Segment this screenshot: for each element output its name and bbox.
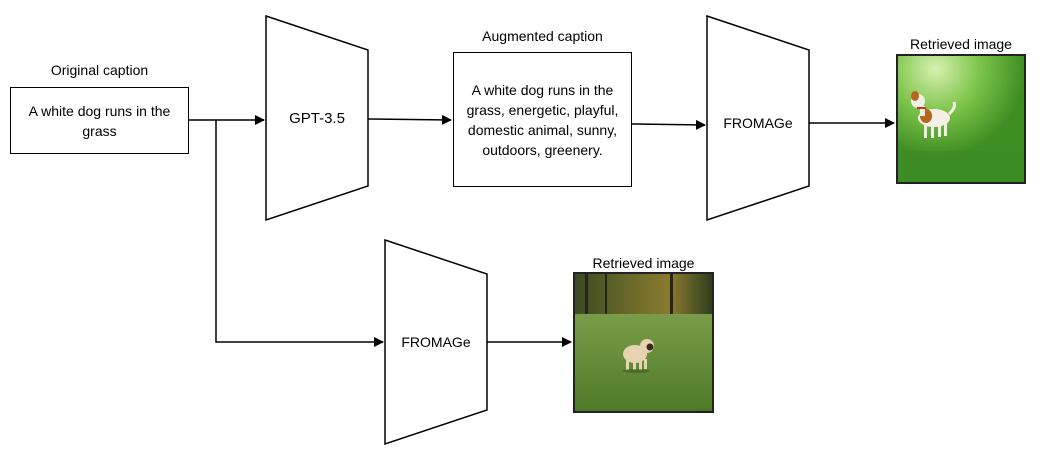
pug-in-park-photo <box>575 274 712 411</box>
augmented-caption-title: Augmented caption <box>482 28 603 44</box>
fromage-bottom-label: FROMAGe <box>401 334 471 350</box>
fromage-top-trapezoid <box>706 14 810 222</box>
retrieved-bottom-title: Retrieved image <box>592 255 695 271</box>
arrow-augmented-to-fromage <box>631 119 706 130</box>
dog-on-grass-photo <box>898 56 1024 182</box>
original-caption-text: A white dog runs in the grass <box>28 102 171 139</box>
fromage-bottom-trapezoid <box>384 238 488 446</box>
arrow-gpt-to-augmented <box>367 114 452 125</box>
gpt-trapezoid <box>265 14 369 222</box>
arrow-original-to-fromage-bottom <box>215 120 384 347</box>
retrieved-top-title: Retrieved image <box>910 36 1012 52</box>
augmented-caption-text: A white dog runs in the grass, energetic… <box>466 81 619 158</box>
original-caption-title: Original caption <box>50 62 149 78</box>
retrieved-top-image <box>896 54 1026 184</box>
fromage-top-label: FROMAGe <box>723 115 793 131</box>
augmented-caption-box: A white dog runs in the grass, energetic… <box>453 52 632 187</box>
gpt-label: GPT-3.5 <box>289 110 345 127</box>
original-caption-box: A white dog runs in the grass <box>10 87 189 154</box>
retrieved-bottom-image <box>573 272 714 413</box>
